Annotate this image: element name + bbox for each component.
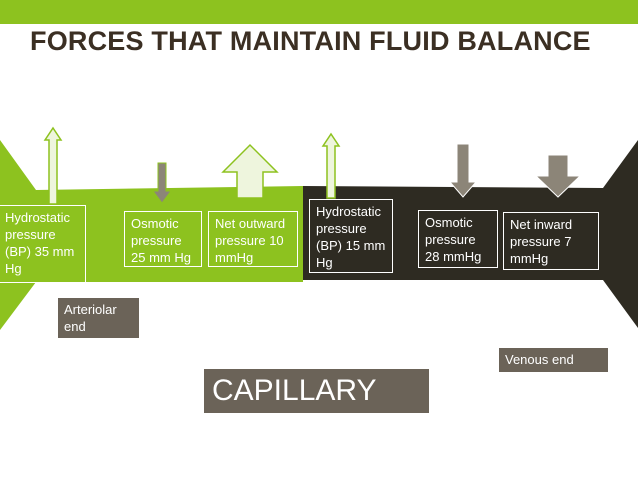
venous-osmotic-box: Osmotic pressure 28 mmHg bbox=[418, 210, 498, 268]
page-title: FORCES THAT MAINTAIN FLUID BALANCE bbox=[30, 26, 591, 56]
arteriolar-segment bbox=[0, 140, 303, 330]
net-outward-arrow-icon bbox=[221, 143, 279, 199]
venous-hydrostatic-box: Hydrostatic pressure (BP) 15 mm Hg bbox=[309, 199, 393, 273]
venous-end-label: Venous end bbox=[499, 348, 608, 372]
arteriolar-end-label: Arteriolar end bbox=[58, 298, 139, 338]
venular-segment bbox=[303, 140, 638, 328]
capillary-label: CAPILLARY bbox=[204, 369, 429, 413]
net-inward-arrow-icon bbox=[534, 154, 582, 198]
osmotic-inward-arrow-icon bbox=[152, 162, 172, 204]
net-outward-box: Net outward pressure 10 mmHg bbox=[208, 211, 298, 267]
arterial-hydrostatic-box: Hydrostatic pressure (BP) 35 mm Hg bbox=[0, 205, 86, 283]
hydrostatic-outward-arrow-icon bbox=[43, 126, 63, 205]
hydrostatic-outward-arrow-icon-venous bbox=[321, 132, 341, 199]
osmotic-inward-arrow-icon-venous bbox=[448, 143, 478, 198]
arterial-osmotic-box: Osmotic pressure 25 mm Hg bbox=[124, 211, 202, 267]
top-accent-bar bbox=[0, 0, 638, 24]
net-inward-box: Net inward pressure 7 mmHg bbox=[503, 212, 599, 270]
